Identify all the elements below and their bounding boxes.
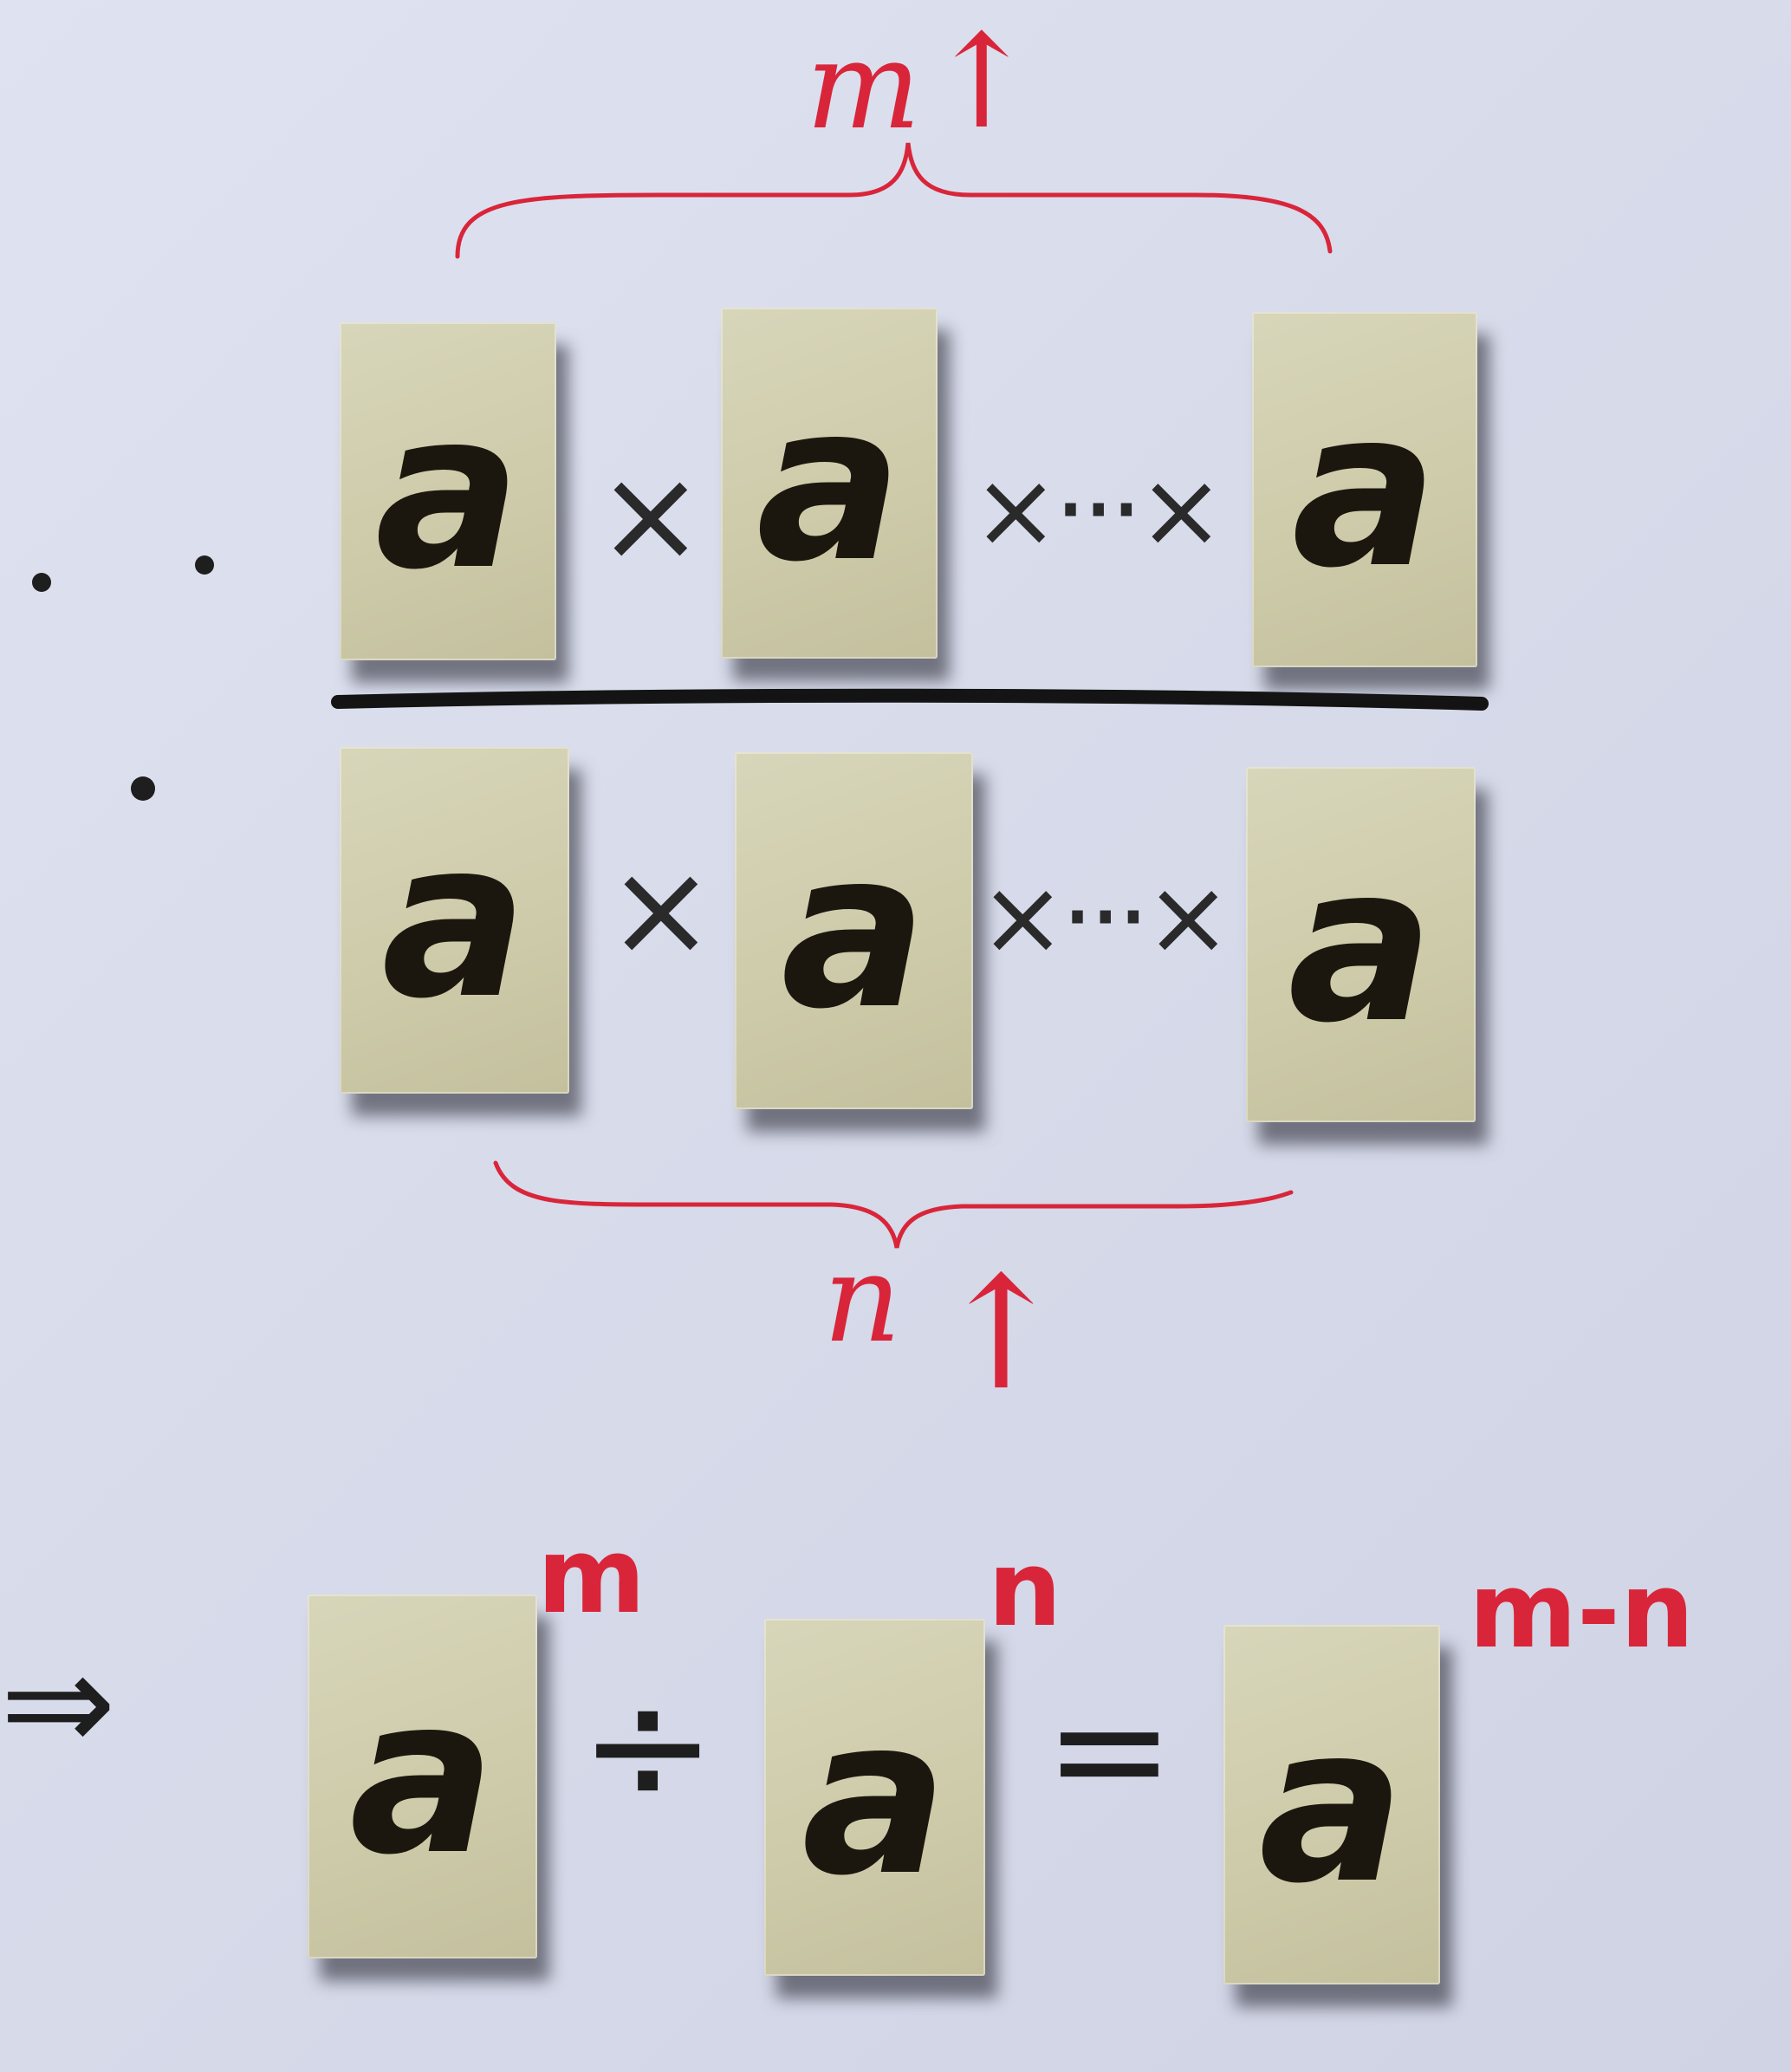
exponent-n: n bbox=[988, 1530, 1062, 1650]
equals-sign: = bbox=[1044, 1660, 1175, 1841]
times-sign: × bbox=[607, 835, 716, 985]
tile-letter: a bbox=[1288, 818, 1434, 1070]
implies-arrow-icon: ⇒ bbox=[0, 1621, 117, 1783]
tile-den-2[interactable]: a bbox=[735, 752, 973, 1109]
top-brace bbox=[455, 142, 1333, 259]
dot bbox=[131, 776, 155, 801]
fraction-bar bbox=[331, 688, 1489, 711]
dot bbox=[32, 573, 51, 592]
label-n-count: n bbox=[823, 1229, 902, 1370]
tile-res-2[interactable]: a bbox=[764, 1619, 985, 1976]
tile-letter: a bbox=[801, 1671, 948, 1923]
tile-letter: a bbox=[1258, 1678, 1405, 1931]
times-dots-times: ×···× bbox=[979, 858, 1232, 978]
times-sign: × bbox=[596, 440, 705, 591]
tile-letter: a bbox=[374, 365, 522, 617]
tile-letter: a bbox=[781, 804, 927, 1056]
exponent-m-minus-n: m-n bbox=[1469, 1551, 1695, 1672]
times-dots-times: ×···× bbox=[972, 451, 1225, 571]
tile-num-2[interactable]: a bbox=[721, 308, 938, 659]
up-arrow-icon: ↑ bbox=[936, 1244, 1067, 1425]
tile-den-3[interactable]: a bbox=[1246, 767, 1476, 1122]
label-m-count: m bbox=[806, 16, 921, 157]
tile-letter: a bbox=[349, 1650, 496, 1902]
tile-letter: a bbox=[381, 794, 528, 1046]
tile-letter: a bbox=[756, 356, 903, 609]
tile-num-3[interactable]: a bbox=[1252, 312, 1477, 667]
tile-den-1[interactable]: a bbox=[340, 747, 569, 1094]
tile-num-1[interactable]: a bbox=[340, 322, 556, 660]
tile-letter: a bbox=[1291, 363, 1438, 615]
exponent-m: m bbox=[537, 1517, 646, 1637]
tile-res-3[interactable]: a bbox=[1223, 1625, 1440, 1984]
tile-res-1[interactable]: a bbox=[308, 1595, 537, 1958]
up-arrow-icon: ↑ bbox=[927, 7, 1036, 158]
dot bbox=[195, 555, 214, 575]
divide-sign: ÷ bbox=[579, 1650, 717, 1841]
